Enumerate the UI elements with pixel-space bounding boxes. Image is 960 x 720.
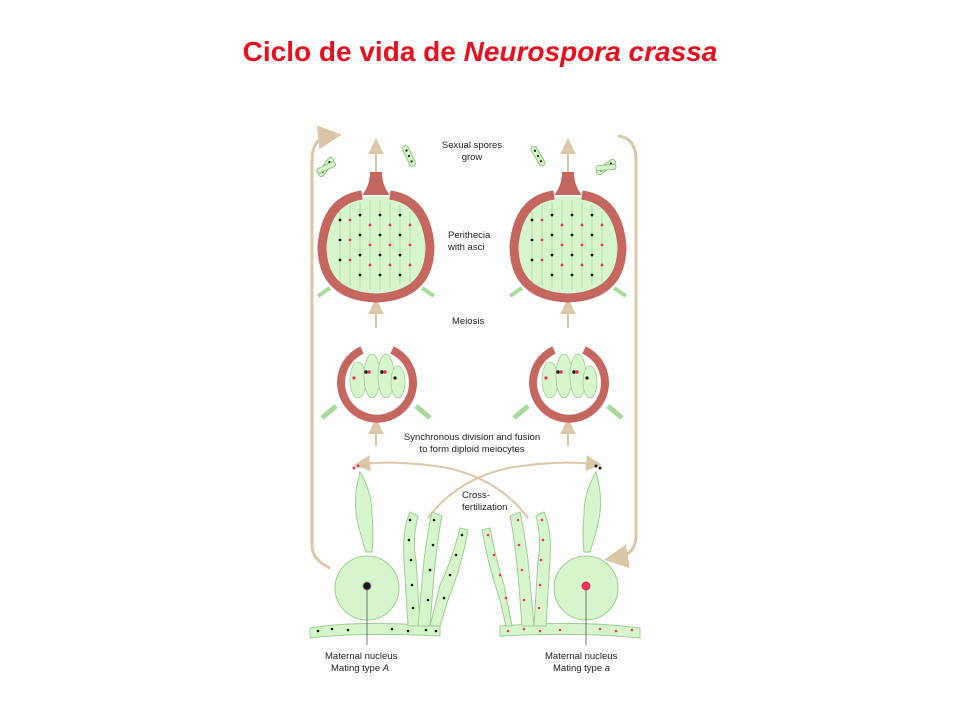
perithecium-left [316, 172, 436, 303]
label-maternal-left-2: Mating type A [331, 663, 389, 674]
mycelium-left [309, 464, 469, 639]
germinating-spore-right-2 [594, 157, 618, 177]
label-maternal-right-prefix: Mating type [553, 663, 605, 674]
mycelium-right [481, 464, 641, 639]
label-maternal-right-2: Mating type a [553, 663, 610, 674]
title-prefix: Ciclo de vida de [242, 36, 464, 67]
cycle-arrow-left [310, 125, 342, 570]
up-arrows [368, 138, 576, 446]
label-maternal-left-type: A [382, 663, 389, 674]
label-sexual-spores-2: grow [462, 152, 483, 163]
germinating-spore-left-1 [316, 155, 337, 179]
label-cross-2: fertilization [462, 502, 507, 513]
label-perithecia-2: with asci [447, 242, 484, 253]
young-perithecium-right [512, 345, 624, 423]
label-maternal-left-prefix: Mating type [331, 663, 383, 674]
cycle-arrow-right [604, 134, 638, 569]
label-maternal-left-1: Maternal nucleus [325, 651, 398, 662]
label-cross-1: Cross- [462, 490, 490, 501]
young-perithecium-left [320, 345, 432, 423]
label-maternal-right-1: Maternal nucleus [545, 651, 618, 662]
label-perithecia-1: Perithecia [448, 230, 491, 241]
label-meiosis: Meiosis [452, 316, 484, 327]
slide-title: Ciclo de vida de Neurospora crassa [0, 36, 960, 68]
label-maternal-right-type: a [605, 663, 610, 674]
perithecium-right [508, 172, 628, 303]
germinating-spore-right-1 [529, 144, 547, 168]
cross-arrow-to-left [354, 455, 529, 519]
cross-arrow-to-right [427, 455, 602, 519]
label-synchronous-2: to form diploid meiocytes [419, 444, 524, 455]
label-sexual-spores-1: Sexual spores [442, 140, 502, 151]
label-synchronous-1: Synchronous division and fusion [404, 432, 540, 443]
title-species: Neurospora crassa [463, 36, 718, 67]
germinating-spore-left-2 [401, 144, 417, 168]
